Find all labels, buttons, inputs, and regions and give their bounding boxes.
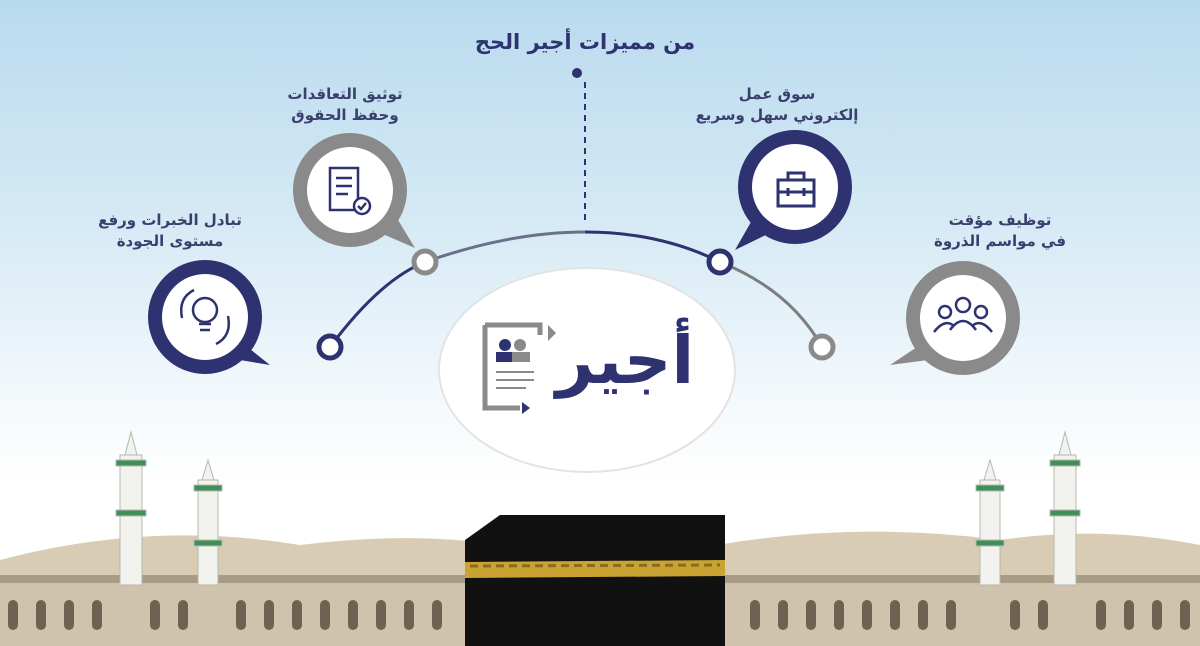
kaaba <box>465 515 725 646</box>
feature-line: وحفظ الحقوق <box>291 106 399 124</box>
feature-label-experience: تبادل الخبرات ورفع مستوى الجودة <box>50 210 290 252</box>
feature-line: في مواسم الذروة <box>933 232 1067 250</box>
briefcase-icon <box>776 171 816 208</box>
feature-line: توظيف مؤقت <box>948 211 1052 229</box>
logo-circle <box>438 267 736 473</box>
feature-label-market: سوق عمل إلكتروني سهل وسريع <box>657 84 897 126</box>
page-title: من مميزات أجير الحج <box>474 30 696 54</box>
top-dot <box>572 68 582 78</box>
bubble-team <box>890 261 1020 375</box>
bubble-documents <box>293 133 415 248</box>
arc-nodes <box>316 248 836 361</box>
feature-label-contracts: توثيق التعاقدات وحفظ الحقوق <box>225 84 465 126</box>
document-check-icon <box>328 166 372 216</box>
feature-line: إلكتروني سهل وسريع <box>695 106 859 124</box>
bubble-briefcase <box>735 130 852 250</box>
feature-label-temporary: توظيف مؤقت في مواسم الذروة <box>880 210 1120 252</box>
minarets <box>115 430 1081 586</box>
feature-line: توثيق التعاقدات <box>287 85 403 103</box>
feature-line: مستوى الجودة <box>116 232 224 250</box>
team-icon <box>933 296 993 333</box>
resume-icon <box>482 322 556 414</box>
logo-text: أجير <box>555 322 695 399</box>
bubble-lightbulb <box>148 260 270 374</box>
feature-line: سوق عمل <box>738 85 816 103</box>
feature-line: تبادل الخبرات ورفع <box>98 211 242 229</box>
lightbulb-icon <box>180 288 230 346</box>
